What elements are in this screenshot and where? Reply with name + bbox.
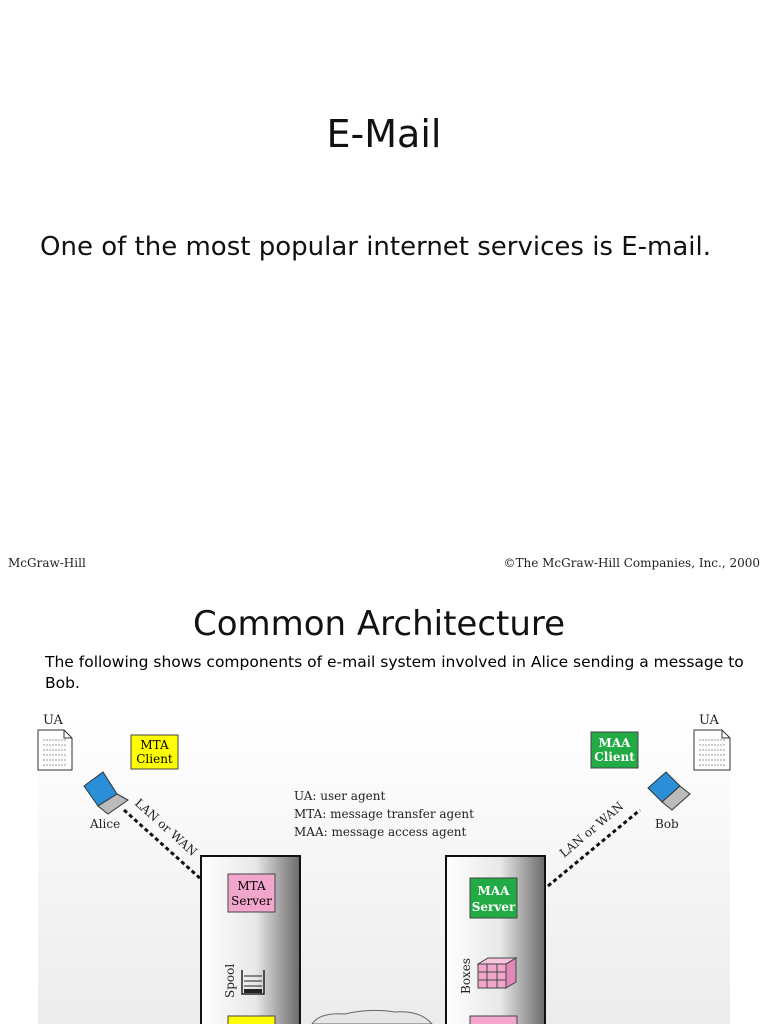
mta-client-box: MTA Client — [130, 734, 179, 770]
mta-server-line1: MTA — [237, 879, 266, 893]
mta-client-line2: Client — [136, 752, 173, 766]
maa-server-line2: Server — [472, 900, 516, 914]
slide-body-text: One of the most popular internet service… — [40, 232, 712, 262]
lan-link-left — [122, 808, 204, 882]
maa-client-box: MAA Client — [590, 731, 639, 769]
legend-ua: UA: user agent — [294, 789, 385, 803]
mailboxes-icon — [476, 957, 518, 989]
footer-copyright: ©The McGraw-Hill Companies, Inc., 2000 — [503, 556, 761, 570]
mta-server-line2: Server — [231, 894, 272, 908]
bob-label: Bob — [655, 817, 679, 831]
lan-link-right — [547, 808, 641, 888]
email-architecture-diagram: UA UA MTA Client — [37, 713, 731, 1024]
legend-maa: MAA: message access agent — [294, 825, 467, 839]
ua-right-label: UA — [699, 713, 720, 728]
slide-title: E-Mail — [326, 112, 442, 156]
laptop-icon — [83, 771, 129, 815]
document-icon — [37, 729, 73, 771]
legend: UA: user agent MTA: message transfer age… — [294, 789, 474, 839]
maa-client-line2: Client — [594, 750, 635, 764]
maa-server-tower: MAA Server Boxes — [445, 855, 546, 1024]
slide-title: Common Architecture — [192, 604, 566, 644]
spool-icon — [241, 970, 265, 995]
cloud-icon — [311, 1009, 433, 1024]
alice-label: Alice — [89, 817, 120, 831]
slide-body-text: The following shows components of e-mail… — [45, 653, 744, 692]
maa-server-line1: MAA — [478, 884, 511, 898]
legend-mta: MTA: message transfer agent — [294, 807, 474, 821]
footer-publisher: McGraw-Hill — [8, 556, 86, 570]
document-icon — [693, 729, 731, 771]
maa-client-line1: MAA — [599, 736, 632, 750]
slide-email: E-Mail One of the most popular internet … — [8, 112, 761, 570]
boxes-label: Boxes — [459, 958, 473, 994]
slide-common-architecture: Common Architecture The following shows … — [0, 582, 768, 1024]
laptop-icon — [647, 771, 691, 811]
ua-left-label: UA — [43, 713, 64, 728]
spool-label: Spool — [223, 964, 237, 998]
mta-server-tower: MTA Server Spool — [200, 855, 301, 1024]
mta-client-line1: MTA — [140, 738, 169, 752]
